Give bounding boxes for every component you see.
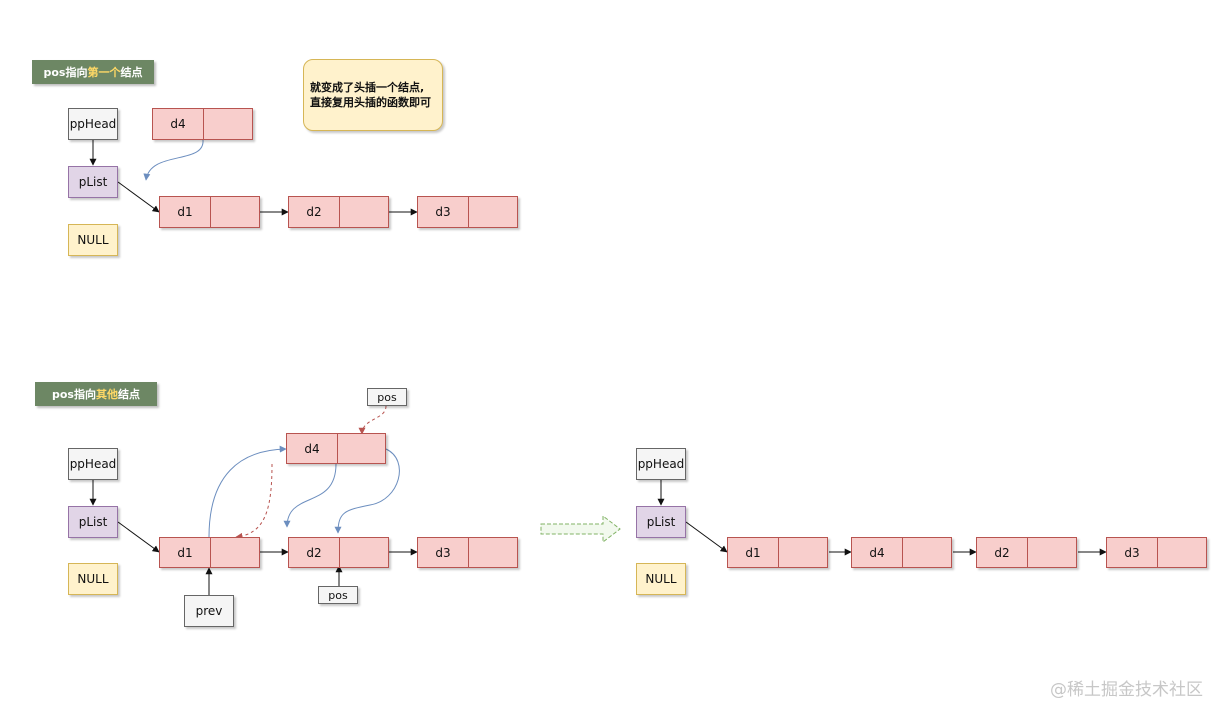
node-d2-2: d2 [288, 537, 389, 568]
curve-d4-dashed-to-d1 [235, 463, 273, 540]
note-callout: 就变成了头插一个结点, 直接复用头插的函数即可 [303, 59, 443, 131]
node-next [211, 538, 259, 567]
node-value: d2 [289, 197, 340, 227]
watermark: @稀土掘金技术社区 [1050, 680, 1203, 700]
pphead-box-2: ppHead [68, 448, 118, 480]
plist-label: pList [646, 515, 676, 529]
node-value: d1 [160, 538, 211, 567]
node-next [340, 538, 388, 567]
pos-box-top: pos [367, 388, 407, 406]
null-box: NULL [68, 224, 118, 256]
node-value: d3 [1107, 538, 1158, 567]
node-value: d2 [289, 538, 340, 567]
plist-box: pList [68, 166, 118, 198]
node-d2-3: d2 [976, 537, 1077, 568]
node-d3: d3 [417, 196, 518, 228]
pos-label: pos [328, 588, 348, 602]
curve-d4-to-d2-a [283, 463, 337, 528]
arrow-plist-to-d1-2 [117, 521, 160, 553]
plist-label: pList [78, 175, 108, 189]
node-next [1028, 538, 1076, 567]
pphead-box: ppHead [68, 108, 118, 140]
plist-box-2: pList [68, 506, 118, 538]
plist-box-3: pList [636, 506, 686, 538]
node-next [338, 434, 385, 463]
node-next [469, 197, 517, 227]
pos-label: pos [377, 390, 397, 404]
null-box-2: NULL [68, 563, 118, 595]
null-label: NULL [645, 572, 677, 586]
pphead-label: ppHead [637, 457, 685, 471]
title-prefix: pos指向 [52, 388, 96, 401]
section-1-title: pos指向第一个结点 [32, 60, 154, 84]
pos-box-bottom: pos [318, 586, 358, 604]
null-label: NULL [77, 572, 109, 586]
node-next [903, 538, 951, 567]
arrow-plist-to-d1 [117, 181, 160, 213]
node-value: d1 [160, 197, 211, 227]
title-highlight: 第一个 [87, 66, 121, 79]
title-suffix: 结点 [120, 66, 143, 79]
node-value: d1 [728, 538, 779, 567]
title-suffix: 结点 [117, 388, 140, 401]
node-next [1158, 538, 1206, 567]
node-value: d4 [287, 434, 338, 463]
curve-d1-to-d4 [208, 445, 287, 538]
node-d3-3: d3 [1106, 537, 1207, 568]
note-line-1: 就变成了头插一个结点, [310, 81, 425, 94]
pphead-label: ppHead [69, 117, 117, 131]
node-d1-3: d1 [727, 537, 828, 568]
section-2-title: pos指向其他结点 [35, 382, 157, 406]
node-d1-2: d1 [159, 537, 260, 568]
node-d4-3: d4 [851, 537, 952, 568]
prev-label: prev [195, 604, 223, 618]
curve-d4-to-head [143, 139, 204, 181]
arrow-plist-to-d1-3 [685, 521, 728, 553]
node-next [469, 538, 517, 567]
plist-label: pList [78, 515, 108, 529]
title-prefix: pos指向 [43, 66, 88, 79]
node-value: d3 [418, 538, 469, 567]
node-d4: d4 [152, 108, 253, 140]
node-d1: d1 [159, 196, 260, 228]
node-value: d2 [977, 538, 1028, 567]
curve-pos-dashed-to-d4 [358, 405, 387, 435]
prev-box: prev [184, 595, 234, 627]
null-box-3: NULL [636, 563, 686, 595]
node-value: d4 [852, 538, 903, 567]
node-next [204, 109, 252, 139]
node-value: d3 [418, 197, 469, 227]
node-d3-2: d3 [417, 537, 518, 568]
note-line-2: 直接复用头插的函数即可 [310, 96, 431, 109]
node-d2: d2 [288, 196, 389, 228]
pphead-box-3: ppHead [636, 448, 686, 480]
title-highlight: 其他 [95, 388, 118, 401]
node-d4-2: d4 [286, 433, 386, 464]
result-arrow-icon [540, 514, 621, 544]
node-value: d4 [153, 109, 204, 139]
node-next [340, 197, 388, 227]
node-next [779, 538, 827, 567]
null-label: NULL [77, 233, 109, 247]
node-next [211, 197, 259, 227]
pphead-label: ppHead [69, 457, 117, 471]
curve-d4-to-d2-b [334, 448, 400, 534]
